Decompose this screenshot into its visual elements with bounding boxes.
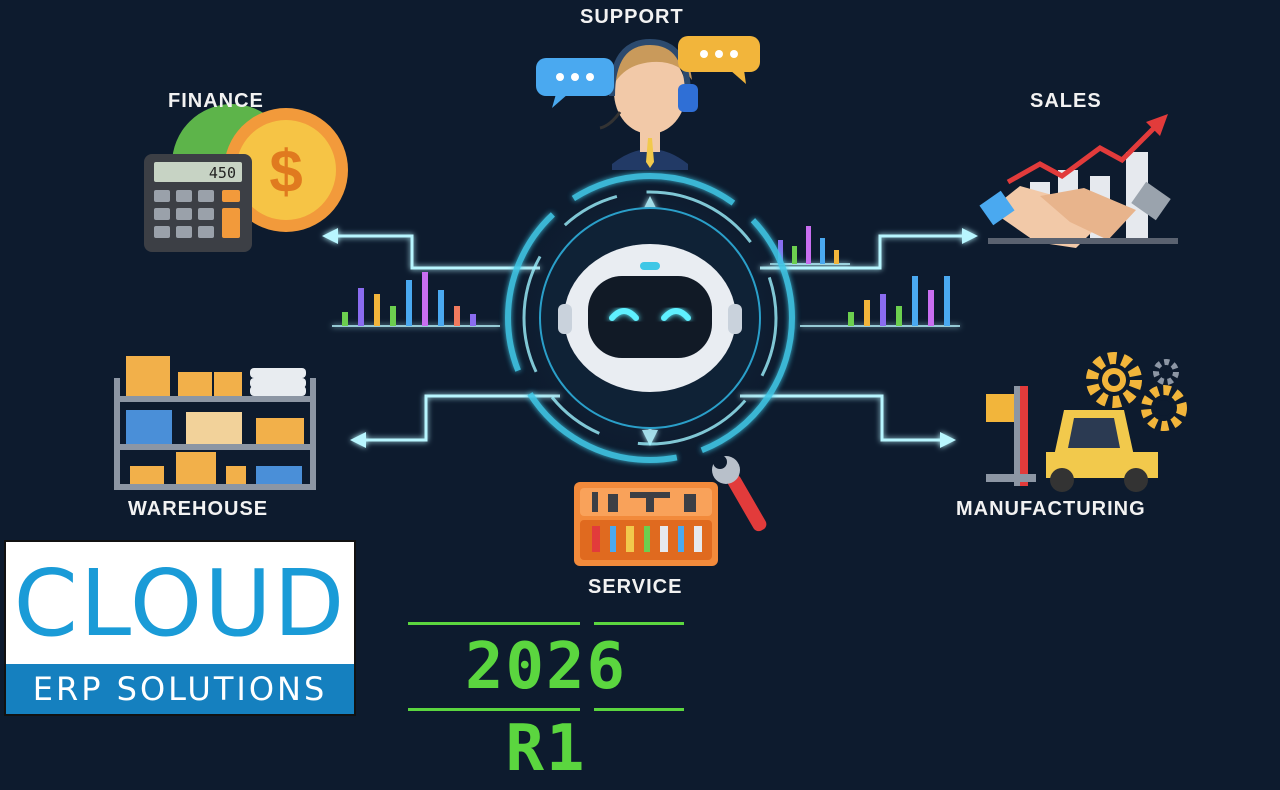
logo-wordmark: CLOUD (13, 550, 347, 657)
connector-warehouse (366, 394, 560, 442)
arrow-finance (322, 228, 338, 244)
node-label-service: SERVICE (588, 576, 683, 598)
logo-subtitle-bar: ERP SOLUTIONS (6, 664, 354, 714)
gear-icon (1086, 352, 1187, 431)
node-label-support: SUPPORT (580, 6, 684, 28)
arrow-manufacturing (940, 432, 956, 448)
box-stack-icon (126, 356, 306, 484)
finance-icon: $ 450 (144, 104, 348, 252)
release-line-bottom-right (594, 708, 684, 711)
manufacturing-icon (986, 352, 1187, 492)
node-label-warehouse: WAREHOUSE (128, 498, 269, 520)
connector-sales (760, 234, 962, 270)
handshake-icon (979, 181, 1178, 248)
release-line-bottom-left (408, 708, 580, 711)
mini-bars-left (342, 272, 476, 326)
company-logo: CLOUD ERP SOLUTIONS (4, 540, 356, 716)
sales-icon (979, 114, 1178, 248)
chat-bubble-left-icon (536, 58, 614, 108)
support-agent-icon (536, 36, 760, 170)
mini-bars-right (848, 276, 950, 326)
trend-arrow-icon (1006, 122, 1160, 185)
robot-hub (500, 168, 800, 468)
warehouse-icon (114, 356, 316, 490)
erp-diagram: $ 450 (4, 6, 1187, 786)
logo-subtitle: ERP SOLUTIONS (32, 670, 328, 708)
release-line-top-left (408, 622, 580, 625)
coin-symbol: $ (269, 138, 302, 205)
wrench-icon (712, 455, 767, 532)
node-label-sales: SALES (1030, 90, 1102, 112)
node-label-manufacturing: MANUFACTURING (956, 498, 1146, 520)
arrow-warehouse (350, 432, 366, 448)
calculator-display: 450 (209, 164, 236, 182)
chat-bubble-right-icon (678, 36, 760, 84)
robot-icon (558, 244, 742, 392)
service-toolbox-icon (574, 455, 767, 566)
forklift-icon (986, 386, 1158, 492)
node-label-finance: FINANCE (168, 90, 264, 112)
release-line-top-right (594, 622, 684, 625)
arrow-sales (962, 228, 978, 244)
calculator-icon: 450 (144, 154, 252, 252)
connector-manufacturing (740, 394, 940, 442)
release-badge: 2026 R1 (408, 622, 684, 786)
diagram-canvas: $ 450 (114, 36, 1187, 566)
connector-finance (336, 234, 540, 270)
